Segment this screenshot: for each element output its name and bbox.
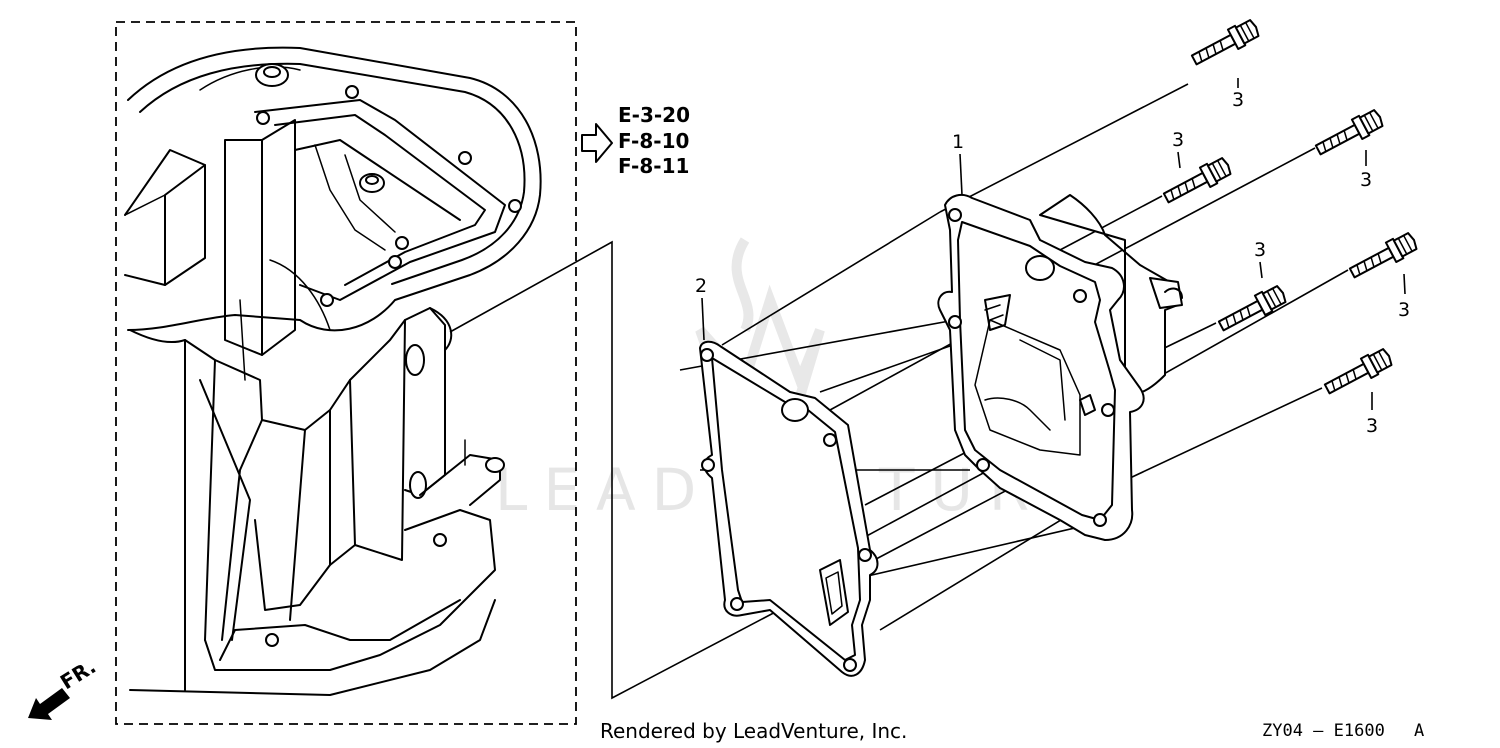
label-cover: 1 [952,131,964,153]
reference-label-2: F-8-10 [618,129,689,153]
reference-label-1: E-3-20 [618,103,690,127]
label-gasket: 2 [695,275,707,297]
bolt-6 [1323,348,1393,395]
bolt-3 [1314,109,1384,156]
part-labels: 1 2 3 3 3 3 3 3 [695,78,1410,437]
front-direction: FR. [28,654,100,720]
label-bolt-3: 3 [1360,169,1372,191]
lower-case [124,46,542,696]
label-bolt-2: 3 [1172,129,1184,151]
front-direction-label: FR. [56,654,100,694]
credit-text: Rendered by LeadVenture, Inc. [600,719,907,743]
reference-label-3: F-8-11 [618,154,689,178]
bolt-2 [1162,157,1232,204]
front-arrow-icon [28,688,70,720]
label-bolt-4: 3 [1254,239,1266,261]
dashed-case-boundary [115,21,577,725]
reference-callout: E-3-20 F-8-10 F-8-11 [581,103,690,178]
diagram-code: ZY04 — E1600 [1262,721,1385,741]
label-bolt-6: 3 [1366,415,1378,437]
bolt-4 [1217,285,1287,332]
cover-part-1 [937,193,1183,541]
label-bolt-1: 3 [1232,89,1244,111]
reference-arrow-icon [581,123,613,163]
bolt-1 [1190,19,1260,66]
bolt-5 [1348,232,1418,279]
gasket-part-2 [699,340,879,677]
diagram-revision: A [1414,721,1424,741]
label-bolt-5: 3 [1398,299,1410,321]
